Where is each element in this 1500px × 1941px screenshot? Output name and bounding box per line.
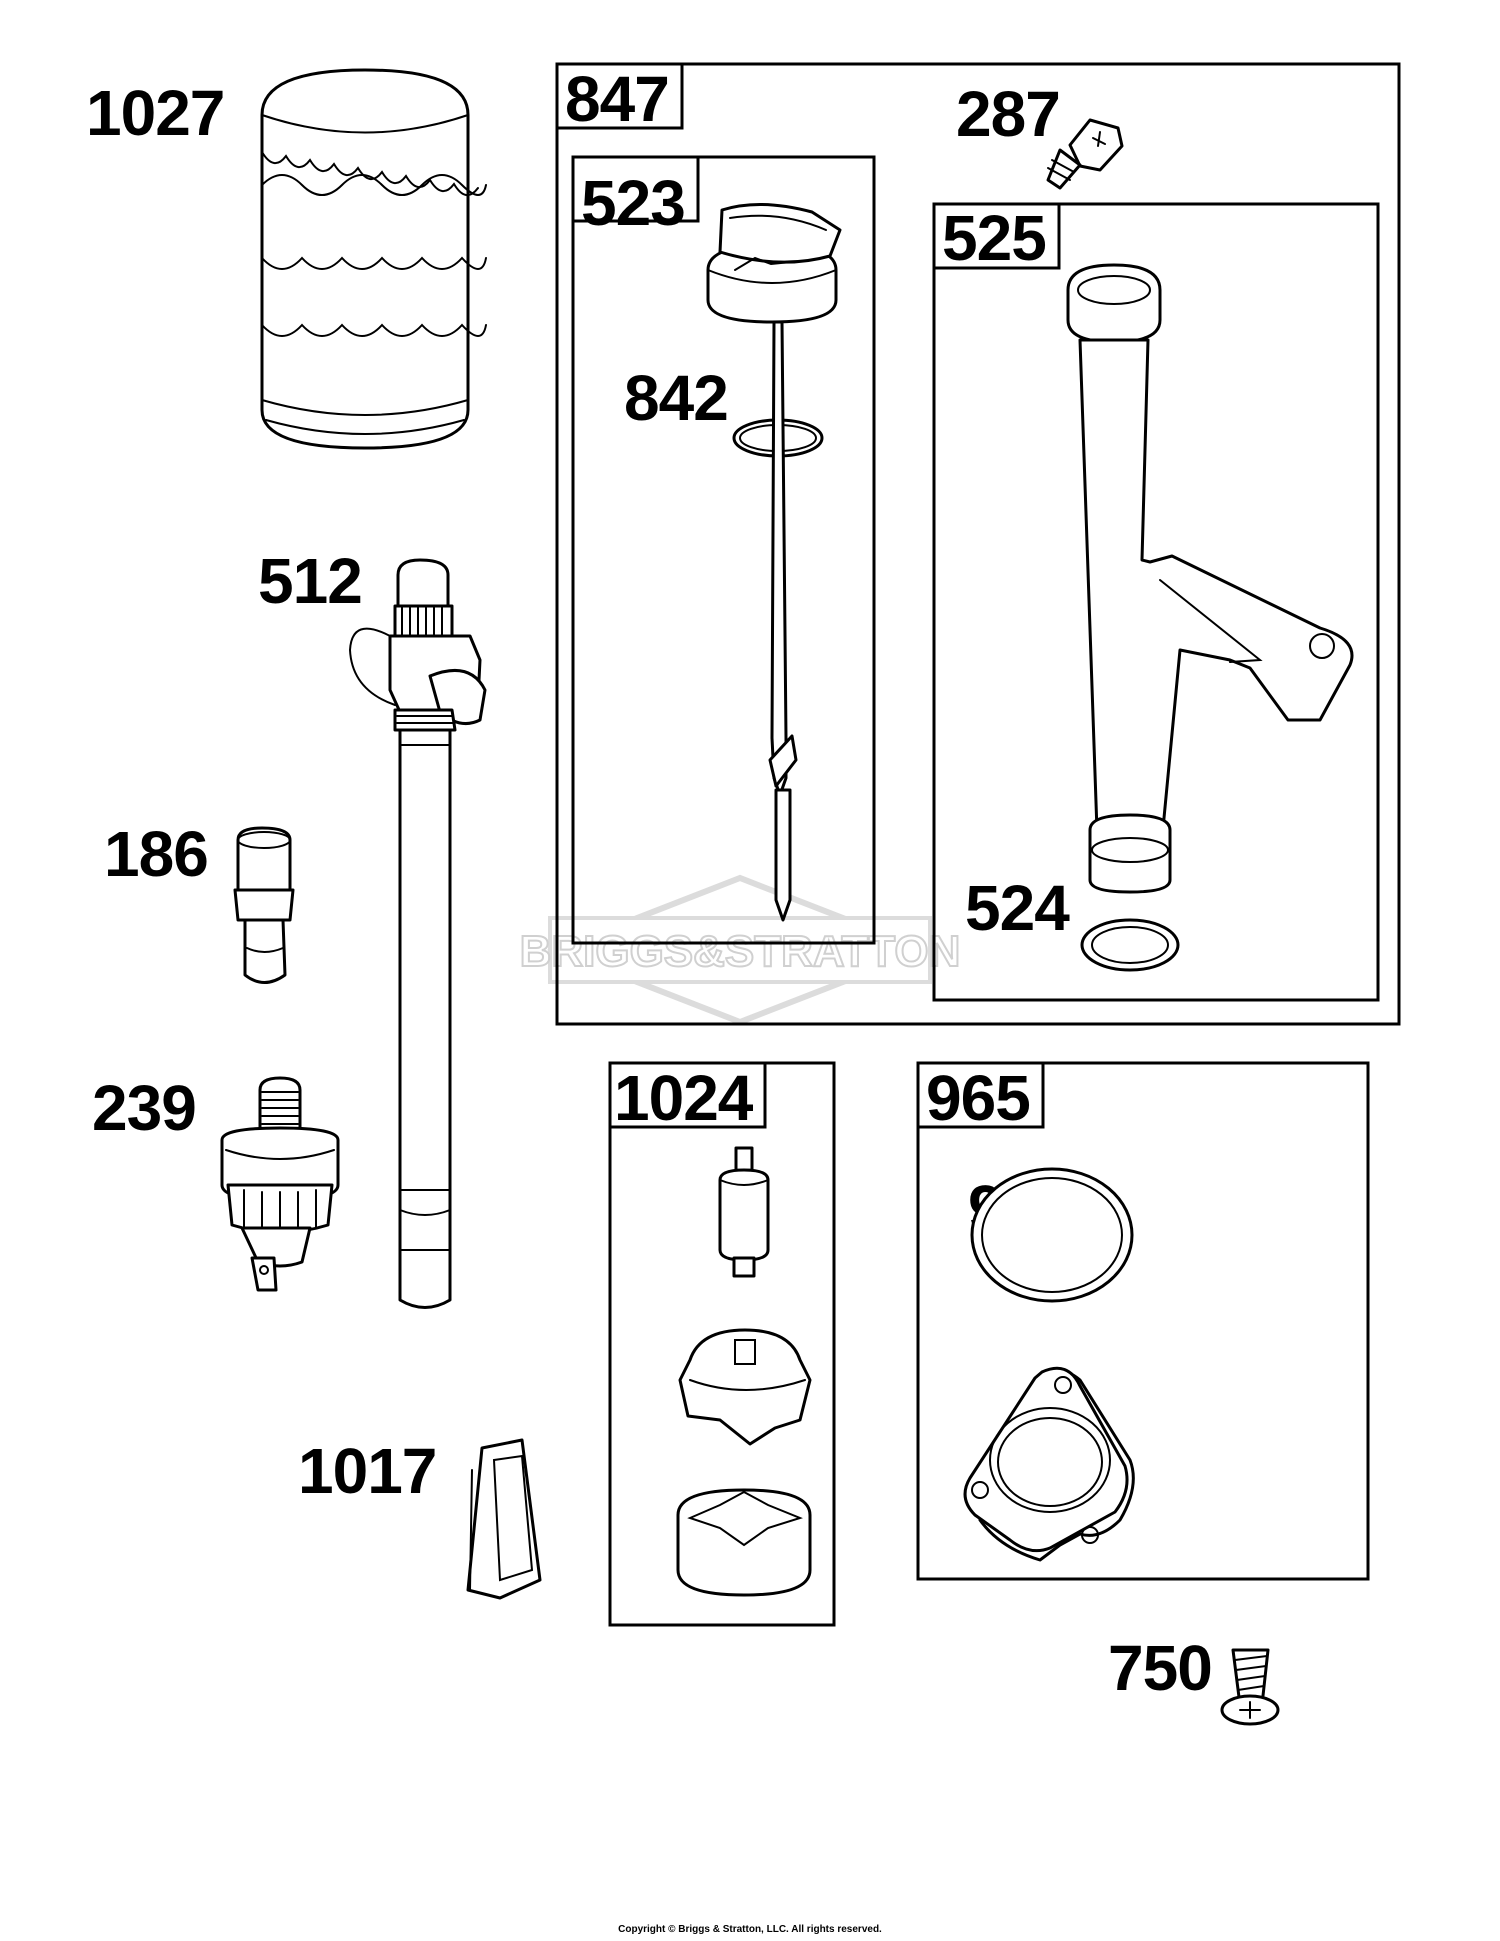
cover-plate-icon xyxy=(466,1438,542,1600)
washer-524-icon xyxy=(1080,918,1180,972)
filter-adapter-icon xyxy=(963,1366,1135,1562)
label-965: 965 xyxy=(926,1062,1030,1134)
watermark-text: BRIGGS&STRATTON xyxy=(520,927,961,976)
label-524: 524 xyxy=(965,872,1070,944)
fitting-icon xyxy=(233,826,295,984)
pressure-switch-icon xyxy=(220,1076,340,1292)
dipstick-tube-icon xyxy=(1066,263,1354,894)
group-tag-965 xyxy=(916,1061,1045,1129)
dipstick-cap-icon xyxy=(706,203,842,324)
group-box-523 xyxy=(571,155,876,945)
pump-rotor-icon xyxy=(678,1328,812,1446)
pump-housing-icon xyxy=(676,1488,812,1597)
brand-watermark: BRIGGS&STRATTON xyxy=(519,874,961,1026)
label-1027: 1027 xyxy=(86,77,224,149)
group-box-525 xyxy=(932,202,1380,1002)
label-512: 512 xyxy=(258,545,362,617)
label-186: 186 xyxy=(104,818,208,890)
label-750: 750 xyxy=(1108,1632,1212,1704)
group-box-965 xyxy=(916,1061,1370,1581)
label-1017: 1017 xyxy=(298,1435,436,1507)
group-tag-1024 xyxy=(608,1061,767,1129)
screw-icon xyxy=(1046,118,1124,190)
group-tag-525 xyxy=(932,202,1061,270)
label-525: 525 xyxy=(942,202,1046,274)
label-523: 523 xyxy=(581,167,685,239)
copyright-notice: Copyright © Briggs & Stratton, LLC. All … xyxy=(618,1924,882,1935)
gasket-943-icon xyxy=(970,1167,1134,1303)
screw-750-icon xyxy=(1220,1648,1280,1726)
label-287: 287 xyxy=(956,78,1060,150)
dipstick-blade-icon xyxy=(768,320,798,922)
oil-filter-icon xyxy=(260,68,487,450)
drain-valve-icon xyxy=(348,558,487,1309)
label-842: 842 xyxy=(624,362,728,434)
group-box-847 xyxy=(555,62,1401,1026)
group-tag-523 xyxy=(571,155,700,223)
label-239: 239 xyxy=(92,1072,196,1144)
label-847: 847 xyxy=(565,63,669,135)
pump-shaft-icon xyxy=(718,1146,770,1278)
group-tag-847 xyxy=(555,62,684,130)
label-1024: 1024 xyxy=(614,1062,754,1134)
